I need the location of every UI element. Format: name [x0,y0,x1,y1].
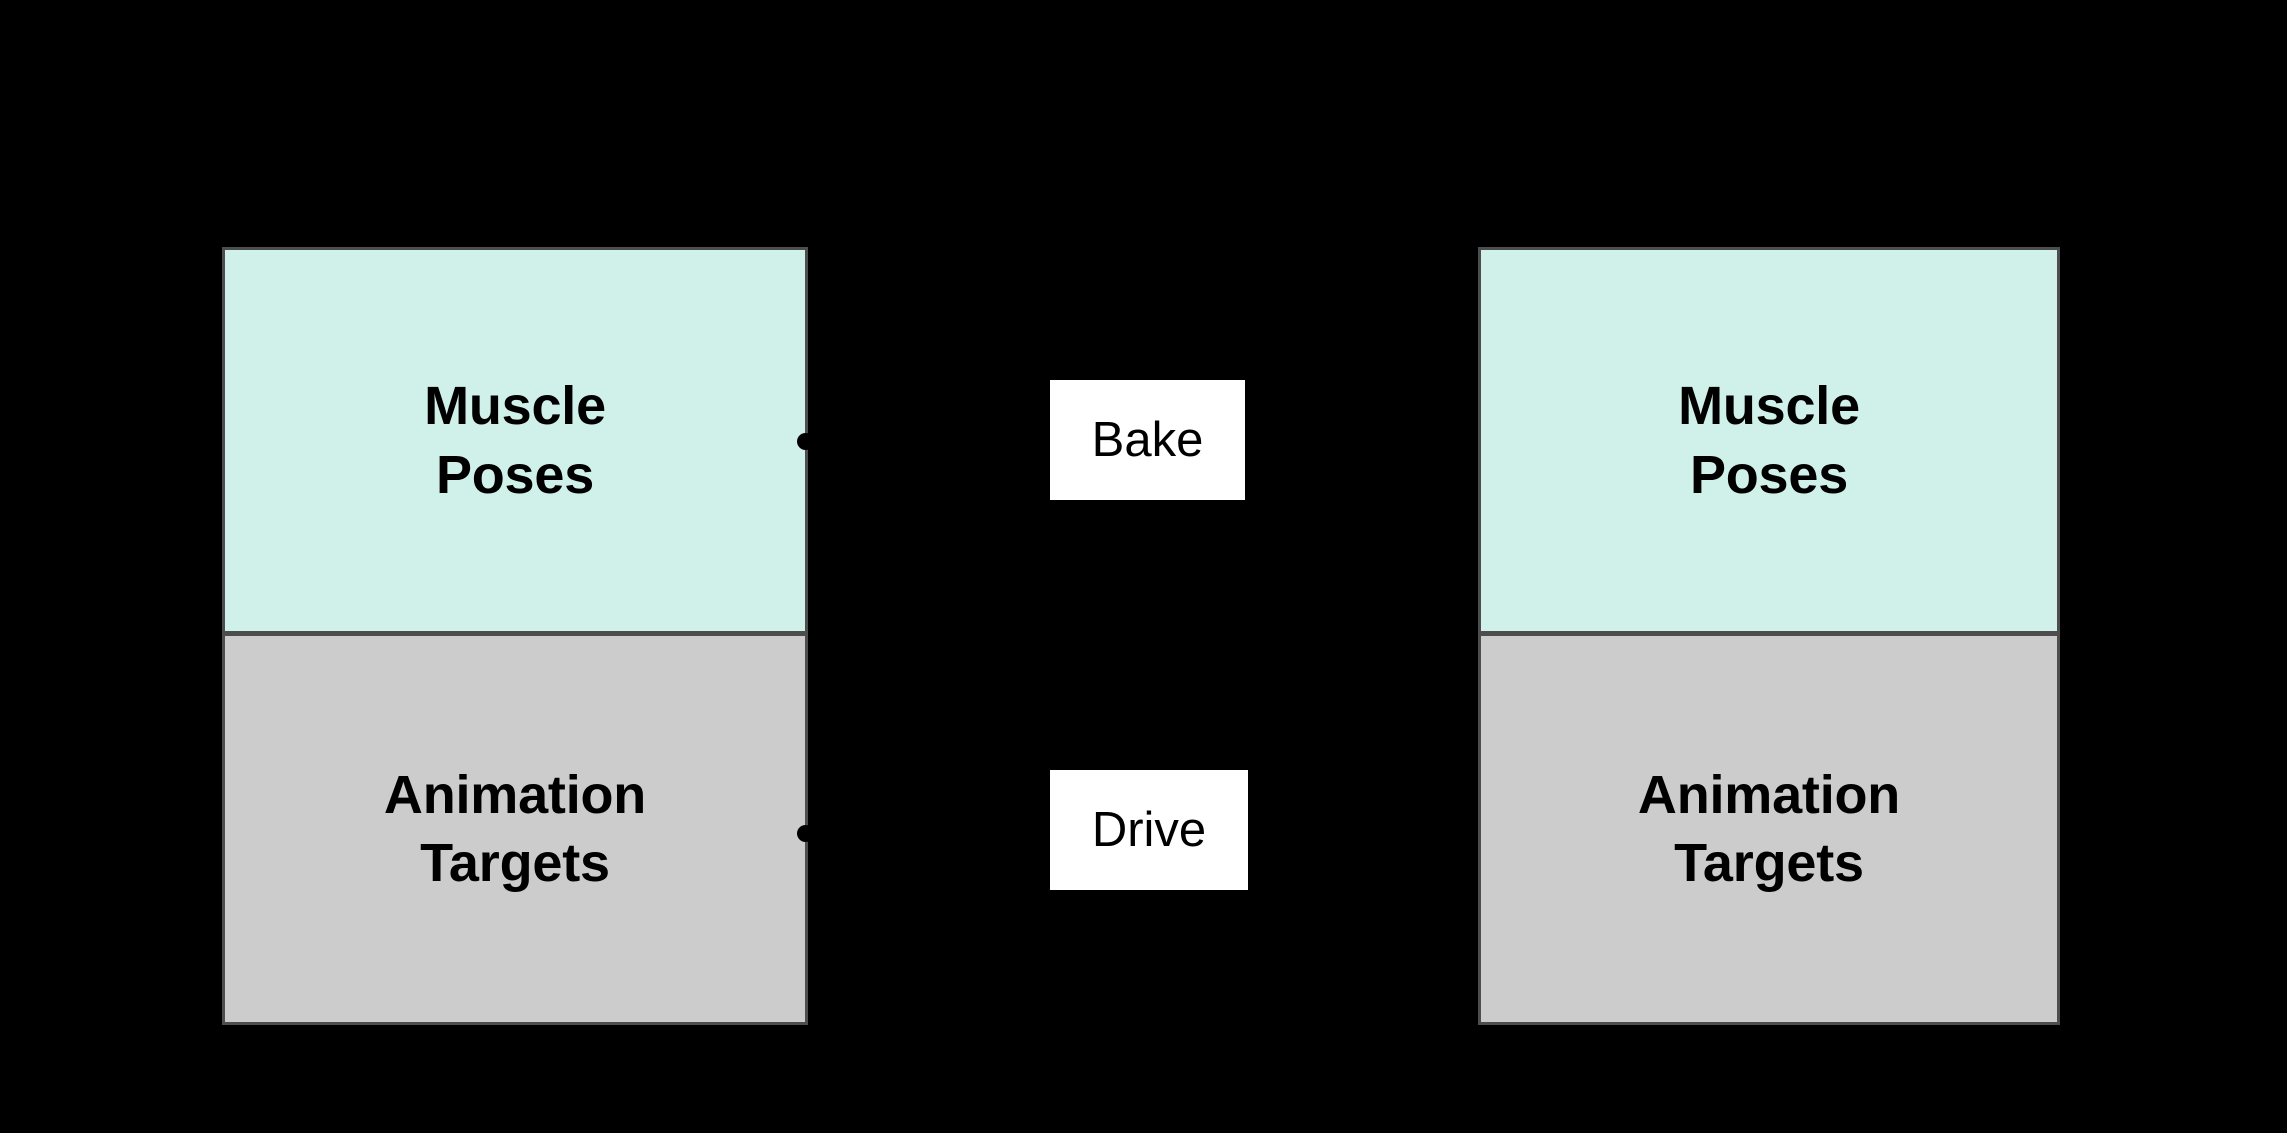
edge-anchor-dot-bake[interactable] [797,433,814,450]
node-left-muscle-poses[interactable]: Muscle Poses [222,247,808,634]
node-group-right: Muscle Poses Animation Targets [1478,247,2060,1025]
edge-label-drive-text: Drive [1091,802,1207,857]
node-left-animation-targets-label: Animation Targets [383,764,647,893]
edge-label-bake[interactable]: Bake [1050,380,1245,500]
node-right-animation-targets-label: Animation Targets [1637,764,1901,893]
node-left-animation-targets[interactable]: Animation Targets [222,634,808,1025]
node-right-muscle-poses[interactable]: Muscle Poses [1478,247,2060,634]
edge-anchor-dot-drive[interactable] [797,825,814,842]
node-right-animation-targets[interactable]: Animation Targets [1478,634,2060,1025]
edge-label-drive[interactable]: Drive [1050,770,1248,890]
node-left-muscle-poses-label: Muscle Poses [424,376,606,505]
node-group-left: Muscle Poses Animation Targets [222,247,808,1025]
node-right-muscle-poses-label: Muscle Poses [1678,376,1860,505]
edge-label-bake-text: Bake [1091,412,1204,467]
